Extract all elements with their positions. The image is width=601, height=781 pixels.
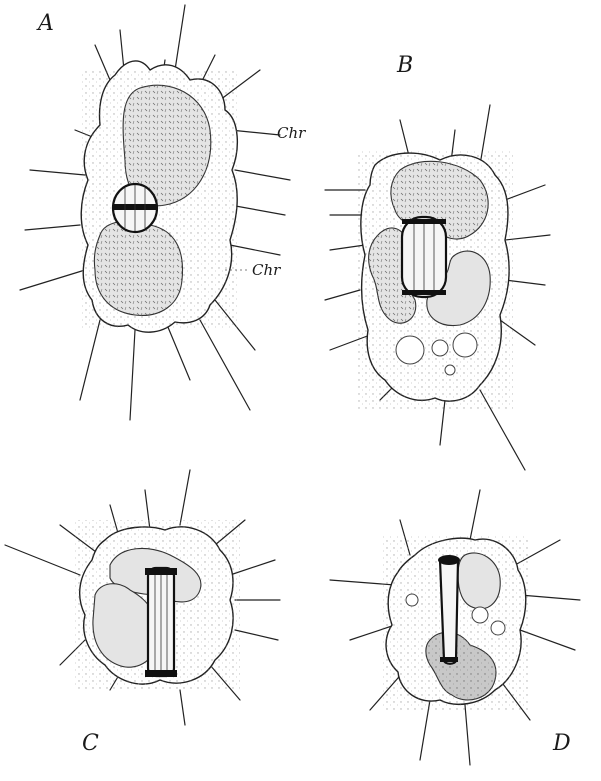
panel-d: D (330, 490, 580, 765)
panel-a-chromatophore-lower-texture (94, 221, 182, 315)
panel-b: B (325, 53, 550, 470)
panel-c: C (5, 470, 280, 756)
panel-a-chr-lower-label: Chr (252, 261, 281, 279)
panel-b-spindle (402, 217, 446, 297)
panel-b-label: B (396, 53, 413, 78)
panel-a-label: A (36, 11, 54, 36)
panel-a: A Chr Chr (20, 5, 306, 420)
panel-a-chr-upper-label: Chr (277, 124, 306, 142)
panel-c-label: C (82, 731, 99, 756)
panel-c-spindle (145, 568, 177, 677)
panel-d-label: D (552, 731, 571, 756)
panel-a-nucleus (113, 184, 157, 232)
